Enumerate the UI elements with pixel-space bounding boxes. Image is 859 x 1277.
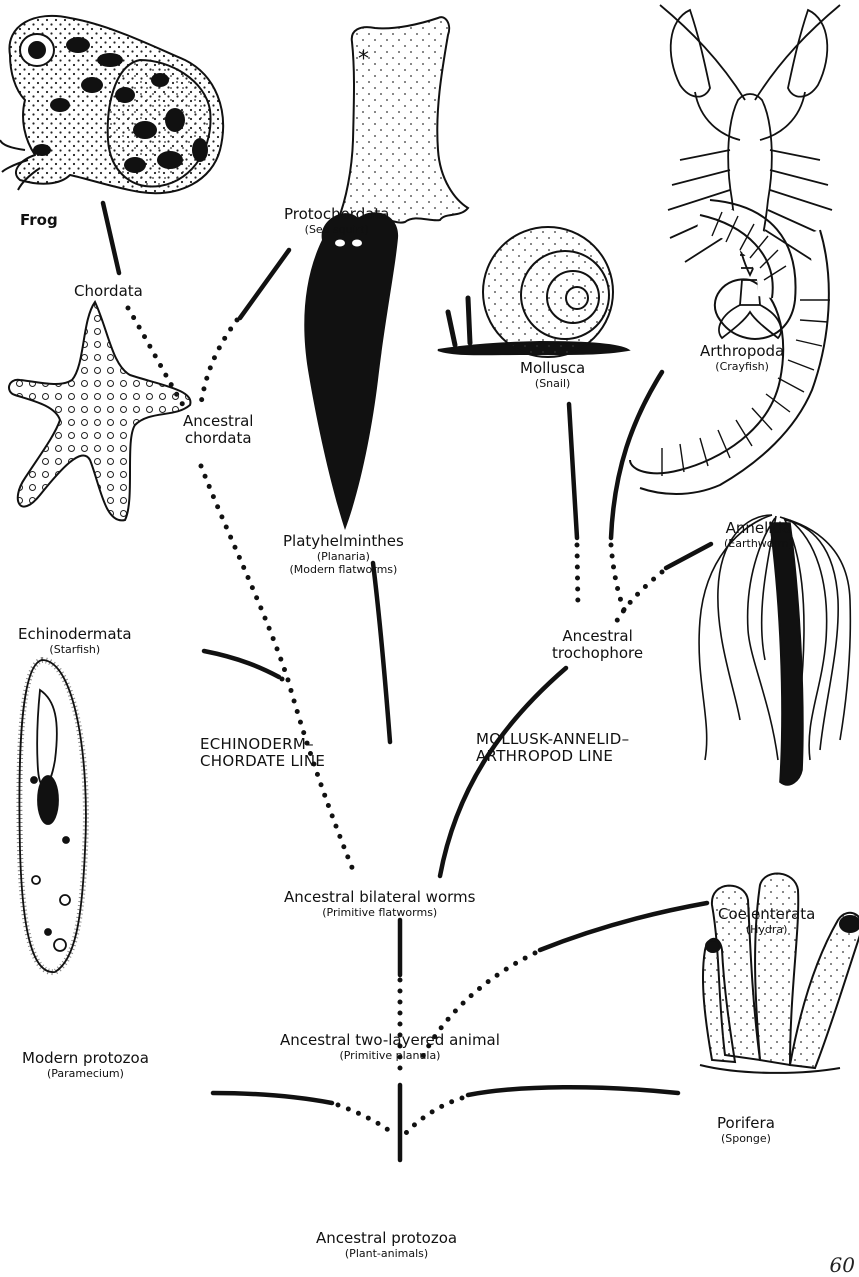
porifera-sub: (Sponge) bbox=[717, 1133, 775, 1145]
dotted-arthropoda-join bbox=[611, 545, 625, 612]
branch-echinodermata bbox=[204, 651, 279, 677]
dotted-chordate-main bbox=[201, 466, 353, 870]
frog-illustration bbox=[0, 16, 223, 193]
branch-annelida bbox=[666, 544, 711, 568]
modern-protozoa-sub: (Paramecium) bbox=[22, 1068, 149, 1080]
label-ancestral-chordata: Ancestral chordata bbox=[183, 413, 253, 447]
label-chordata: Chordata bbox=[74, 283, 143, 300]
mollusk-annelid-arthropod-line-label: MOLLUSK-ANNELID– ARTHROPOD LINE bbox=[476, 731, 629, 766]
frog-name: Frog bbox=[20, 212, 58, 229]
label-annelida: Annelida (Earthworm) bbox=[724, 520, 793, 550]
paramecium-illustration bbox=[19, 660, 86, 972]
dotted-protochordata-to-ancestral bbox=[200, 320, 237, 410]
branch-protozoa bbox=[213, 1093, 332, 1103]
branch-porifera bbox=[468, 1087, 678, 1095]
annelida-name: Annelida bbox=[724, 520, 793, 537]
ancestral-chordata-line1: Ancestral bbox=[183, 413, 253, 430]
ancestral-protozoa-sub: (Plant-animals) bbox=[316, 1248, 457, 1260]
branch-coelenterata bbox=[540, 903, 707, 950]
dotted-protozoa-join bbox=[338, 1105, 395, 1135]
label-ancestral-protozoa: Ancestral protozoa (Plant-animals) bbox=[316, 1230, 457, 1260]
branch-protochordata bbox=[240, 250, 289, 318]
protochordata-sub: (Sea squirt) bbox=[284, 224, 389, 236]
branch-platyhelminthes bbox=[373, 563, 390, 742]
label-protochordata: Protochordata (Sea squirt) bbox=[284, 206, 389, 236]
label-echinodermata: Echinodermata (Starfish) bbox=[18, 626, 132, 656]
echinoderm-chordate-line-label: ECHINODERM– CHORDATE LINE bbox=[200, 736, 325, 771]
annelida-sub: (Earthworm) bbox=[724, 538, 793, 550]
modern-protozoa-name: Modern protozoa bbox=[22, 1050, 149, 1067]
ancestral-trochophore-line1: Ancestral bbox=[552, 628, 643, 645]
sponge-illustration bbox=[700, 874, 859, 1073]
branch-frog bbox=[103, 203, 119, 273]
dotted-mollusca-join bbox=[577, 545, 578, 610]
two-layered-name: Ancestral two-layered animal bbox=[280, 1032, 500, 1049]
platyhelminthes-sub2: (Modern flatworms) bbox=[283, 564, 404, 576]
mollusk-line2: ARTHROPOD LINE bbox=[476, 748, 629, 765]
coelenterata-name: Coelenterata bbox=[718, 906, 815, 923]
snail-illustration bbox=[438, 227, 628, 357]
label-frog: Frog bbox=[20, 212, 58, 229]
branch-arthropoda bbox=[611, 372, 662, 538]
arthropoda-sub: (Crayfish) bbox=[700, 361, 784, 373]
label-ancestral-trochophore: Ancestral trochophore bbox=[552, 628, 643, 662]
dotted-porifera-join bbox=[405, 1098, 462, 1134]
porifera-name: Porifera bbox=[717, 1115, 775, 1132]
bilateral-worms-name: Ancestral bilateral worms bbox=[284, 889, 475, 906]
arthropoda-name: Arthropoda bbox=[700, 343, 784, 360]
label-ancestral-two-layered: Ancestral two-layered animal (Primitive … bbox=[280, 1032, 500, 1062]
mollusca-sub: (Snail) bbox=[520, 378, 585, 390]
echinoderm-line2: CHORDATE LINE bbox=[200, 753, 325, 770]
crayfish-illustration bbox=[660, 5, 840, 338]
platyhelminthes-sub1: (Planaria) bbox=[283, 551, 404, 563]
label-mollusca: Mollusca (Snail) bbox=[520, 360, 585, 390]
mollusca-name: Mollusca bbox=[520, 360, 585, 377]
label-modern-protozoa: Modern protozoa (Paramecium) bbox=[22, 1050, 149, 1080]
platyhelminthes-name: Platyhelminthes bbox=[283, 533, 404, 550]
chordata-name: Chordata bbox=[74, 283, 143, 300]
sea-squirt-illustration: * bbox=[338, 17, 468, 222]
ancestral-trochophore-line2: trochophore bbox=[552, 645, 643, 662]
label-ancestral-bilateral-worms: Ancestral bilateral worms (Primitive fla… bbox=[284, 889, 475, 919]
echinodermata-name: Echinodermata bbox=[18, 626, 132, 643]
hydra-illustration bbox=[699, 515, 850, 785]
starfish-illustration bbox=[9, 302, 191, 520]
bilateral-worms-sub: (Primitive flatworms) bbox=[284, 907, 475, 919]
two-layered-sub: (Primitive planula) bbox=[280, 1050, 500, 1062]
svg-text:*: * bbox=[358, 47, 369, 72]
branch-mollusk-line bbox=[440, 668, 566, 876]
coelenterata-sub: (Hydra) bbox=[718, 924, 815, 936]
echinodermata-sub: (Starfish) bbox=[18, 644, 132, 656]
mollusk-line1: MOLLUSK-ANNELID– bbox=[476, 731, 629, 748]
label-platyhelminthes: Platyhelminthes (Planaria) (Modern flatw… bbox=[283, 533, 404, 576]
label-coelenterata: Coelenterata (Hydra) bbox=[718, 906, 815, 936]
branch-mollusca bbox=[569, 404, 577, 538]
label-porifera: Porifera (Sponge) bbox=[717, 1115, 775, 1145]
planaria-illustration bbox=[304, 212, 398, 530]
ancestral-chordata-line2: chordata bbox=[183, 430, 253, 447]
protochordata-name: Protochordata bbox=[284, 206, 389, 223]
page-number: 60 bbox=[830, 1253, 855, 1277]
ancestral-protozoa-name: Ancestral protozoa bbox=[316, 1230, 457, 1247]
echinoderm-line1: ECHINODERM– bbox=[200, 736, 325, 753]
label-arthropoda: Arthropoda (Crayfish) bbox=[700, 343, 784, 373]
